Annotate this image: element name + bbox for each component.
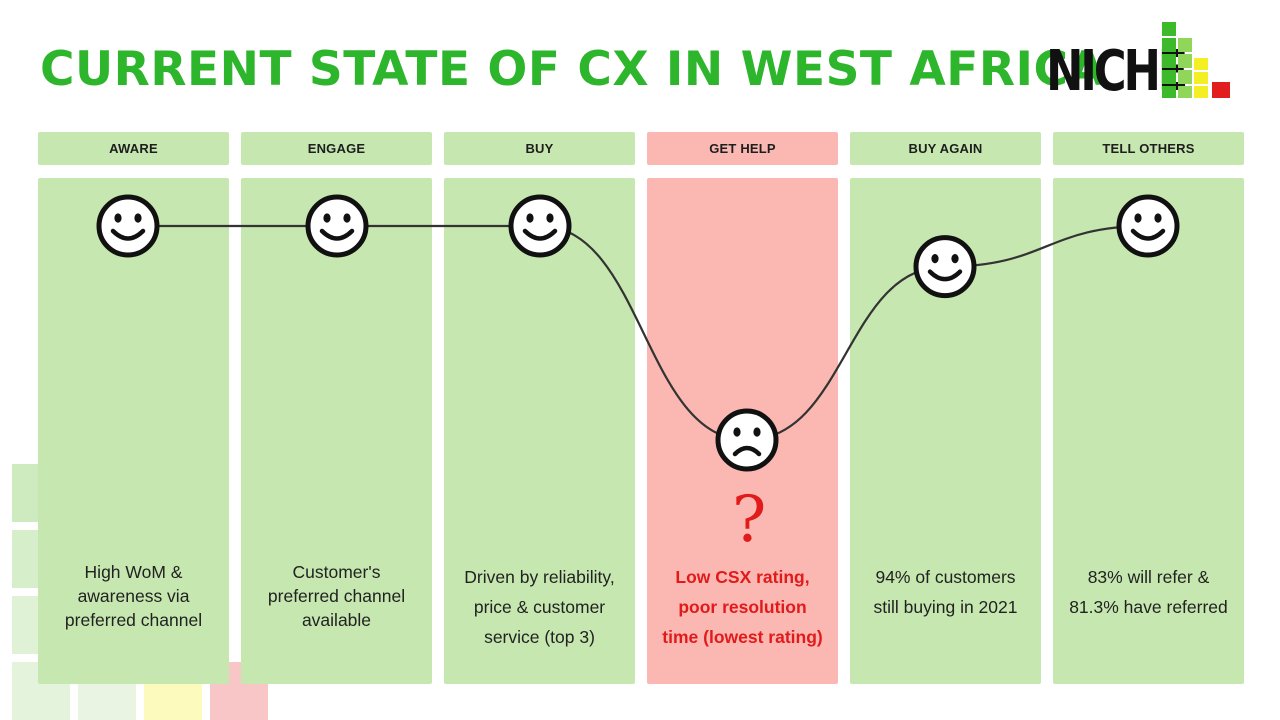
description-line: still buying in 2021 <box>873 597 1018 617</box>
stage-header-aware: AWARE <box>38 132 229 165</box>
description-line: Customer's <box>292 562 381 582</box>
stage-description-get-help: Low CSX rating, poor resolution time (lowe… <box>647 562 838 652</box>
description-line: High WoM & <box>84 562 183 582</box>
niche-logo: NICHE <box>1046 20 1236 100</box>
description-line: preferred channel <box>64 610 203 630</box>
description-line: 81.3% have referred <box>1069 597 1228 617</box>
logo-bars-icon <box>1162 22 1230 98</box>
stage-header-get-help: GET HELP <box>647 132 838 165</box>
stage-description-buy-again: 94% of customers still buying in 2021 <box>850 562 1041 622</box>
description-line: Low CSX rating, <box>675 567 810 587</box>
description-line: preferred channel <box>267 586 406 606</box>
description-line: poor resolution <box>678 597 807 617</box>
description-line: Driven by reliability, <box>464 567 615 587</box>
description-line: time (lowest rating) <box>662 627 823 647</box>
stage-description-engage: Customer's preferred channel available <box>241 560 432 632</box>
stage-description-aware: High WoM & awareness via preferred channel <box>38 560 229 632</box>
stage-description-buy: Driven by reliability, price & customer se… <box>444 562 635 652</box>
page-title: CURRENT STATE OF CX IN WEST AFRICA <box>40 42 1106 97</box>
description-line: awareness via <box>77 586 190 606</box>
description-line: 83% will refer & <box>1087 567 1210 587</box>
question-mark-icon: ? <box>732 483 767 557</box>
stage-header-engage: ENGAGE <box>241 132 432 165</box>
stage-header-buy-again: BUY AGAIN <box>850 132 1041 165</box>
stage-description-tell-others: 83% will refer & 81.3% have referred <box>1053 562 1244 622</box>
stage-header-tell-others: TELL OTHERS <box>1053 132 1244 165</box>
description-line: price & customer <box>473 597 606 617</box>
description-line: available <box>301 610 372 630</box>
stage-header-buy: BUY <box>444 132 635 165</box>
description-line: 94% of customers <box>875 567 1016 587</box>
description-line: service (top 3) <box>484 627 595 647</box>
